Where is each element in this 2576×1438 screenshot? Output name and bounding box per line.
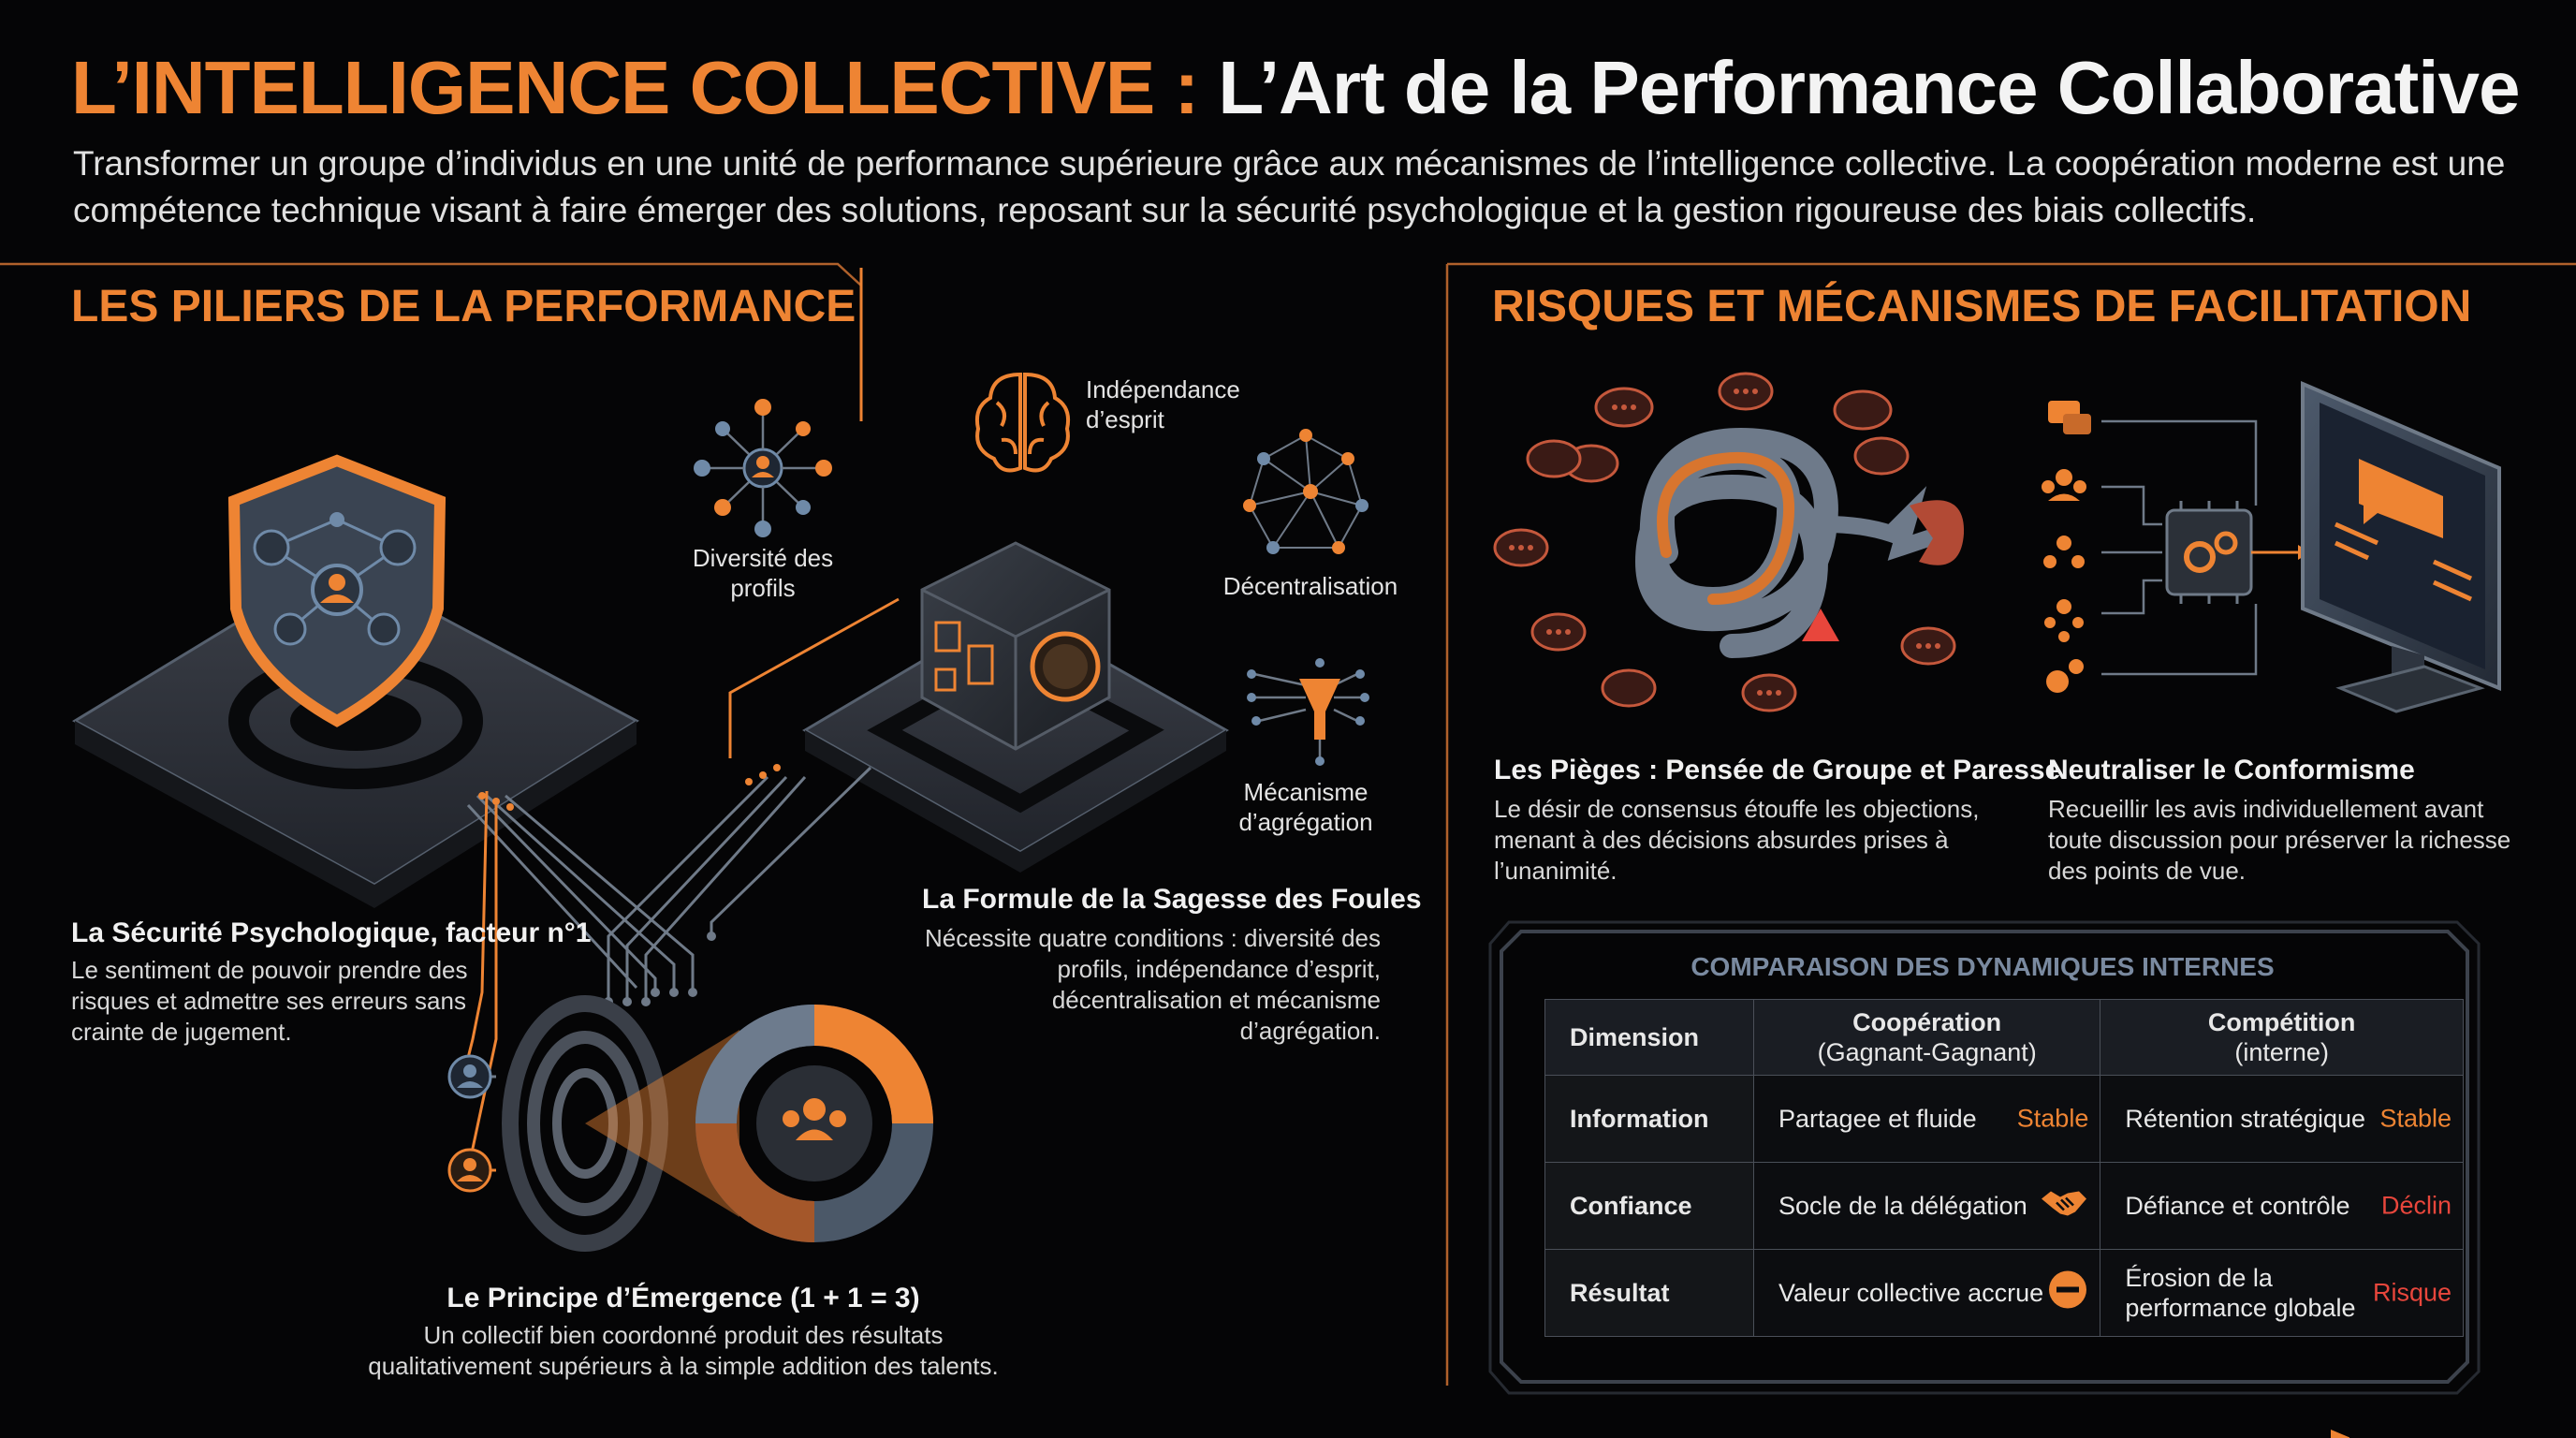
row-cooperation-text: Socle de la délégation [1778, 1192, 2027, 1221]
comparison-panel: COMPARAISON DES DYNAMIQUES INTERNES Dime… [1498, 932, 2467, 1381]
section-title-risks: RISQUES ET MÉCANISMES DE FACILITATION [1492, 282, 2472, 331]
emergence-text: Un collectif bien coordonné produit des … [368, 1321, 999, 1380]
security-title: La Sécurité Psychologique, facteur n°1 [71, 917, 592, 948]
header-competition: Compétition (interne) [2100, 999, 2464, 1076]
table-row: Résultat Valeur collective accrue Érosio… [1544, 1249, 2464, 1337]
comparison-title: COMPARAISON DES DYNAMIQUES INTERNES [1690, 952, 2275, 981]
table-row: Confiance Socle de la délégation Défianc… [1544, 1162, 2464, 1250]
label-independence: Indépendance d’esprit [1086, 375, 1240, 433]
individual-inputs-icons [2042, 401, 2258, 693]
label-diversity: Diversité des profils [692, 544, 834, 602]
security-text: Le sentiment de pouvoir prendre des risq… [71, 956, 468, 1046]
row-competition-text: Rétention stratégique [2125, 1105, 2366, 1134]
diversity-network-icon [694, 399, 832, 537]
wisdom-title: La Formule de la Sagesse des Foules [922, 884, 1422, 915]
page-title-highlight: L’INTELLIGENCE COLLECTIVE : [71, 46, 1199, 129]
row-cooperation-text: Valeur collective accrue [1778, 1279, 2044, 1308]
status-badge: Stable [2379, 1104, 2452, 1133]
brain-icon [974, 372, 1071, 473]
pitfalls-text: Le désir de consensus étouffe les object… [1494, 795, 1980, 885]
circuit-dots [604, 932, 716, 1006]
page-title: L’INTELLIGENCE COLLECTIVE : L’Art de la … [71, 45, 2520, 131]
header-dimension: Dimension [1544, 999, 1755, 1076]
comparison-table: Dimension Coopération (Gagnant-Gagnant) … [1544, 999, 2464, 1337]
decentralized-network-icon [1243, 429, 1368, 554]
shield-platform [71, 454, 639, 908]
table-panel-frame [1500, 930, 2469, 1384]
row-dimension: Résultat [1544, 1249, 1755, 1337]
circuit-lines-accent [466, 268, 900, 1171]
header-competition-label: Compétition [2207, 1008, 2356, 1036]
handshake-icon [2040, 1186, 2088, 1226]
processor-icon [2165, 501, 2310, 604]
row-cooperation-cell: Partagee et fluide Stable [1753, 1075, 2101, 1163]
table-panel-frame-outer [1488, 920, 2481, 1395]
table-header-row: Dimension Coopération (Gagnant-Gagnant) … [1544, 999, 2464, 1076]
neutralize-text: Recueillir les avis individuellement ava… [2048, 795, 2511, 885]
status-badge: Déclin [2380, 1191, 2452, 1220]
emergence-title: Le Principe d’Émergence (1 + 1 = 3) [446, 1283, 920, 1313]
header-cooperation-label: Coopération [1852, 1008, 2002, 1036]
row-competition-cell: Érosion de la performance globale Risque [2100, 1249, 2464, 1337]
monitor-icon [2301, 380, 2501, 1438]
wisdom-text: Nécessite quatre conditions : diversité … [924, 924, 1381, 1045]
label-aggregation: Mécanisme d’agrégation [1238, 778, 1373, 836]
label-decentralization: Décentralisation [1222, 572, 1398, 600]
row-competition-text: Défiance et contrôle [2125, 1192, 2350, 1221]
cube-pins [478, 764, 781, 811]
row-competition-cell: Rétention stratégique Stable [2100, 1075, 2464, 1163]
row-cooperation-cell: Valeur collective accrue [1753, 1249, 2101, 1337]
speech-bubble-dots [1509, 389, 1940, 696]
row-competition-cell: Défiance et contrôle Déclin [2100, 1162, 2464, 1250]
header-cooperation: Coopération (Gagnant-Gagnant) [1753, 999, 2101, 1076]
row-cooperation-cell: Socle de la délégation [1753, 1162, 2101, 1250]
row-dimension: Confiance [1544, 1162, 1755, 1250]
header-cooperation-sub: (Gagnant-Gagnant) [1817, 1038, 2037, 1066]
section-title-pillars: LES PILIERS DE LA PERFORMANCE [71, 282, 856, 331]
row-competition-text: Érosion de la performance globale [2125, 1264, 2356, 1322]
status-badge: Risque [2372, 1278, 2452, 1307]
neutralize-title: Neutraliser le Conformisme [2048, 755, 2415, 785]
row-cooperation-text: Partagee et fluide [1778, 1105, 1977, 1134]
cube-platform [802, 541, 1229, 873]
row-dimension: Information [1544, 1075, 1755, 1163]
page-subtitle: Transformer un groupe d’individus en une… [73, 144, 2506, 229]
status-badge: Stable [2016, 1104, 2089, 1133]
groupthink-knot-illustration [1634, 427, 1965, 658]
header-competition-sub: (interne) [2234, 1038, 2329, 1066]
minus-circle-icon [2047, 1269, 2088, 1317]
speech-bubbles [1493, 372, 1956, 712]
page-title-main: L’Art de la Performance Collaborative [1218, 46, 2520, 129]
emergence-illustration [447, 995, 933, 1252]
pitfalls-title: Les Pièges : Pensée de Groupe et Paresse [1494, 755, 2061, 785]
funnel-aggregation-icon [1247, 658, 1369, 766]
table-row: Information Partagee et fluide Stable Ré… [1544, 1075, 2464, 1163]
